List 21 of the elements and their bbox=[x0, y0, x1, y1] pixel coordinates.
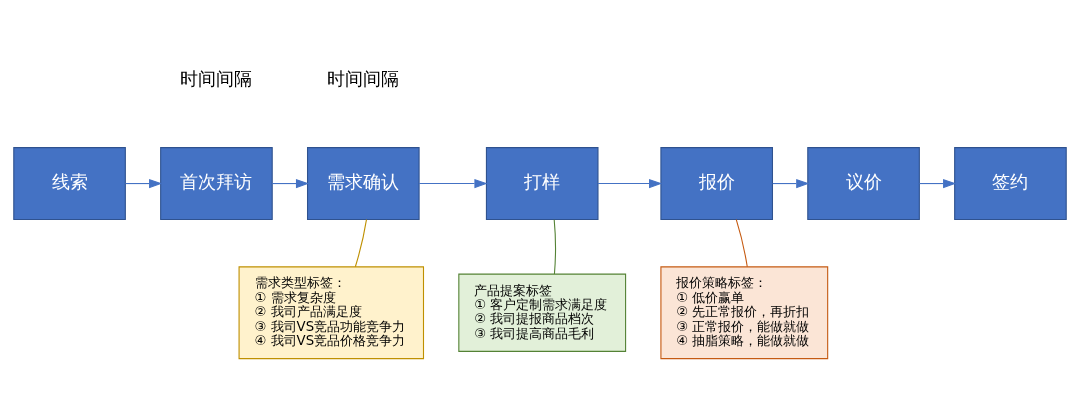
node-box: 需求类型标签： ① 需求复杂度 ② 我司产品满足度 ③ 我司VS竞品功能竞争力 ④ 我司VS竞品价格竞争力 bbox=[238, 265, 425, 359]
node-box: 需求确认 bbox=[307, 146, 420, 220]
connector bbox=[553, 218, 556, 275]
node-box: 线索 bbox=[13, 146, 126, 220]
node-box: 首次拜访 bbox=[160, 146, 273, 220]
connector bbox=[354, 218, 368, 267]
arrow bbox=[918, 178, 957, 188]
arrow bbox=[271, 178, 310, 188]
node-box: 议价 bbox=[807, 146, 920, 220]
node-box: 报价 bbox=[660, 146, 773, 220]
arrow bbox=[597, 178, 663, 188]
label: 时间间隔 bbox=[327, 67, 400, 88]
node-box: 签约 bbox=[954, 146, 1067, 220]
connector bbox=[735, 218, 748, 267]
node-box: 产品提案标签 ① 客户定制需求满足度 ② 我司提报商品档次 ③ 我司提高商品毛利 bbox=[458, 273, 627, 352]
node-box: 报价策略标签： ① 低价赢单 ② 先正常报价，再折扣 ③ 正常报价，能做就做 ④ 抽脂策略，能做就做 bbox=[660, 265, 829, 359]
arrow bbox=[418, 178, 488, 188]
label: 时间间隔 bbox=[180, 67, 253, 88]
arrow bbox=[124, 178, 163, 188]
arrow bbox=[772, 178, 810, 188]
node-box: 打样 bbox=[485, 146, 599, 220]
